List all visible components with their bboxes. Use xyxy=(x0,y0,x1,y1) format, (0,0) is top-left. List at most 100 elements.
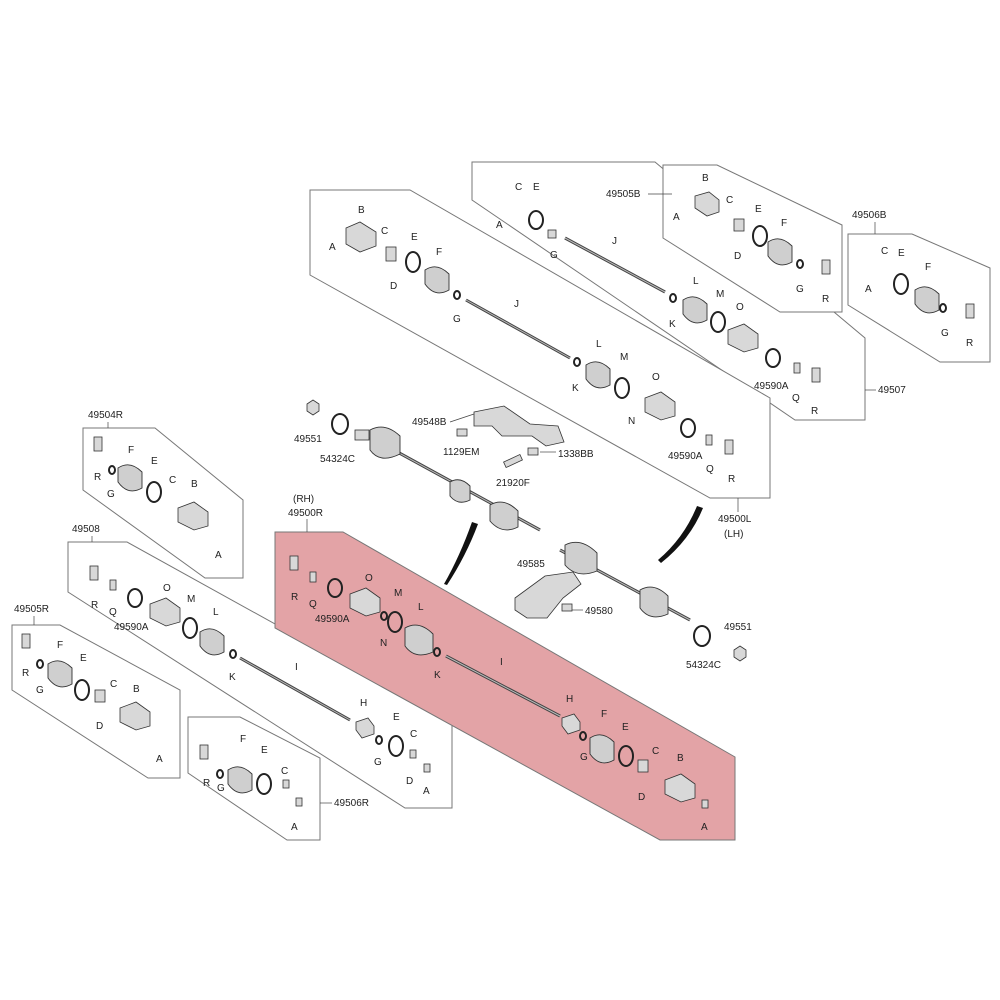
arrow-to-rh xyxy=(444,522,478,585)
part-label-H: H xyxy=(566,694,573,705)
bracket-49548B xyxy=(473,405,565,447)
part-label-H: H xyxy=(360,698,367,709)
part-label-G: G xyxy=(796,284,804,295)
part-label-B: B xyxy=(191,479,198,490)
part-label-K: K xyxy=(669,319,676,330)
label-RH: (RH) xyxy=(293,494,314,505)
label-49507: 49507 xyxy=(878,385,906,396)
part-label-D: D xyxy=(390,281,397,292)
parts-49505B xyxy=(694,191,831,275)
label-49506R: 49506R xyxy=(334,798,369,809)
part-label-D: D xyxy=(734,251,741,262)
part-label-O: O xyxy=(163,583,171,594)
part-label-A: A xyxy=(496,220,503,231)
ring-54324C-top xyxy=(331,413,349,435)
part-label-E: E xyxy=(755,204,762,215)
part-label-R: R xyxy=(822,294,829,305)
ring-54324C-right xyxy=(693,625,711,647)
bolt-1129EM xyxy=(456,428,468,437)
part-label-C: C xyxy=(652,746,659,757)
part-label-G: G xyxy=(374,757,382,768)
part-label-G: G xyxy=(580,752,588,763)
part-label-E: E xyxy=(393,712,400,723)
part-label-C: C xyxy=(281,766,288,777)
part-label-Q: Q xyxy=(309,599,317,610)
label-49551-top: 49551 xyxy=(294,434,322,445)
part-label-I: I xyxy=(295,662,298,673)
label-49505B: 49505B xyxy=(606,189,641,200)
part-label-E: E xyxy=(411,232,418,243)
part-label-A: A xyxy=(673,212,680,223)
label-54324C-top: 54324C xyxy=(320,454,355,465)
part-label-F: F xyxy=(57,640,63,651)
pin-21920F xyxy=(503,453,523,469)
part-label-R: R xyxy=(94,472,101,483)
part-label-C: C xyxy=(410,729,417,740)
part-label-D: D xyxy=(406,776,413,787)
part-label-Q: Q xyxy=(792,393,800,404)
part-label-O: O xyxy=(652,372,660,383)
part-label-E: E xyxy=(261,745,268,756)
part-label-A: A xyxy=(329,242,336,253)
label-49504R: 49504R xyxy=(88,410,123,421)
label-49505R: 49505R xyxy=(14,604,49,615)
part-label-N: N xyxy=(628,416,635,427)
part-label-D: D xyxy=(96,721,103,732)
part-label-D: D xyxy=(638,792,645,803)
part-label-R: R xyxy=(966,338,973,349)
label-49500R: 49500R xyxy=(288,508,323,519)
parts-49506R xyxy=(199,744,303,807)
parts-49507 xyxy=(528,210,821,383)
part-label-G: G xyxy=(550,250,558,261)
parts-49505R xyxy=(21,633,151,731)
part-label-C: C xyxy=(169,475,176,486)
part-label-Q: Q xyxy=(706,464,714,475)
part-label-L: L xyxy=(418,602,424,613)
part-label-C: C xyxy=(881,246,888,257)
part-label-E: E xyxy=(80,653,87,664)
part-label-L: L xyxy=(213,607,219,618)
label-1338BB: 1338BB xyxy=(558,449,594,460)
part-label-R: R xyxy=(91,600,98,611)
part-label-L: L xyxy=(596,339,602,350)
part-label-O: O xyxy=(365,573,373,584)
part-label-49590A: 49590A xyxy=(315,614,350,625)
part-label-B: B xyxy=(133,684,140,695)
label-LH: (LH) xyxy=(724,529,743,540)
parts-49504R xyxy=(93,436,209,531)
part-label-A: A xyxy=(156,754,163,765)
part-label-R: R xyxy=(22,668,29,679)
part-label-F: F xyxy=(436,247,442,258)
part-label-A: A xyxy=(701,822,708,833)
part-label-49590A: 49590A xyxy=(668,451,703,462)
part-label-E: E xyxy=(151,456,158,467)
part-label-G: G xyxy=(217,783,225,794)
part-label-M: M xyxy=(394,588,402,599)
bolt-49580 xyxy=(561,603,573,612)
part-label-B: B xyxy=(677,753,684,764)
bracket-49585 xyxy=(514,571,582,619)
part-label-Q: Q xyxy=(109,607,117,618)
label-49548B: 49548B xyxy=(412,417,447,428)
lh-full-shaft-assembly xyxy=(354,426,541,532)
part-label-M: M xyxy=(187,594,195,605)
label-49508: 49508 xyxy=(72,524,100,535)
part-label-E: E xyxy=(622,722,629,733)
part-label-R: R xyxy=(728,474,735,485)
part-label-R: R xyxy=(811,406,818,417)
part-label-F: F xyxy=(240,734,246,745)
part-label-A: A xyxy=(215,550,222,561)
part-label-G: G xyxy=(36,685,44,696)
part-label-J: J xyxy=(612,236,617,247)
label-49585: 49585 xyxy=(517,559,545,570)
part-label-M: M xyxy=(620,352,628,363)
part-label-B: B xyxy=(702,173,709,184)
parts-49500R xyxy=(289,555,709,809)
part-label-F: F xyxy=(925,262,931,273)
part-label-C: C xyxy=(726,195,733,206)
nut-49551-top xyxy=(306,399,320,416)
part-label-F: F xyxy=(128,445,134,456)
part-label-M: M xyxy=(716,289,724,300)
part-label-A: A xyxy=(423,786,430,797)
part-label-G: G xyxy=(453,314,461,325)
